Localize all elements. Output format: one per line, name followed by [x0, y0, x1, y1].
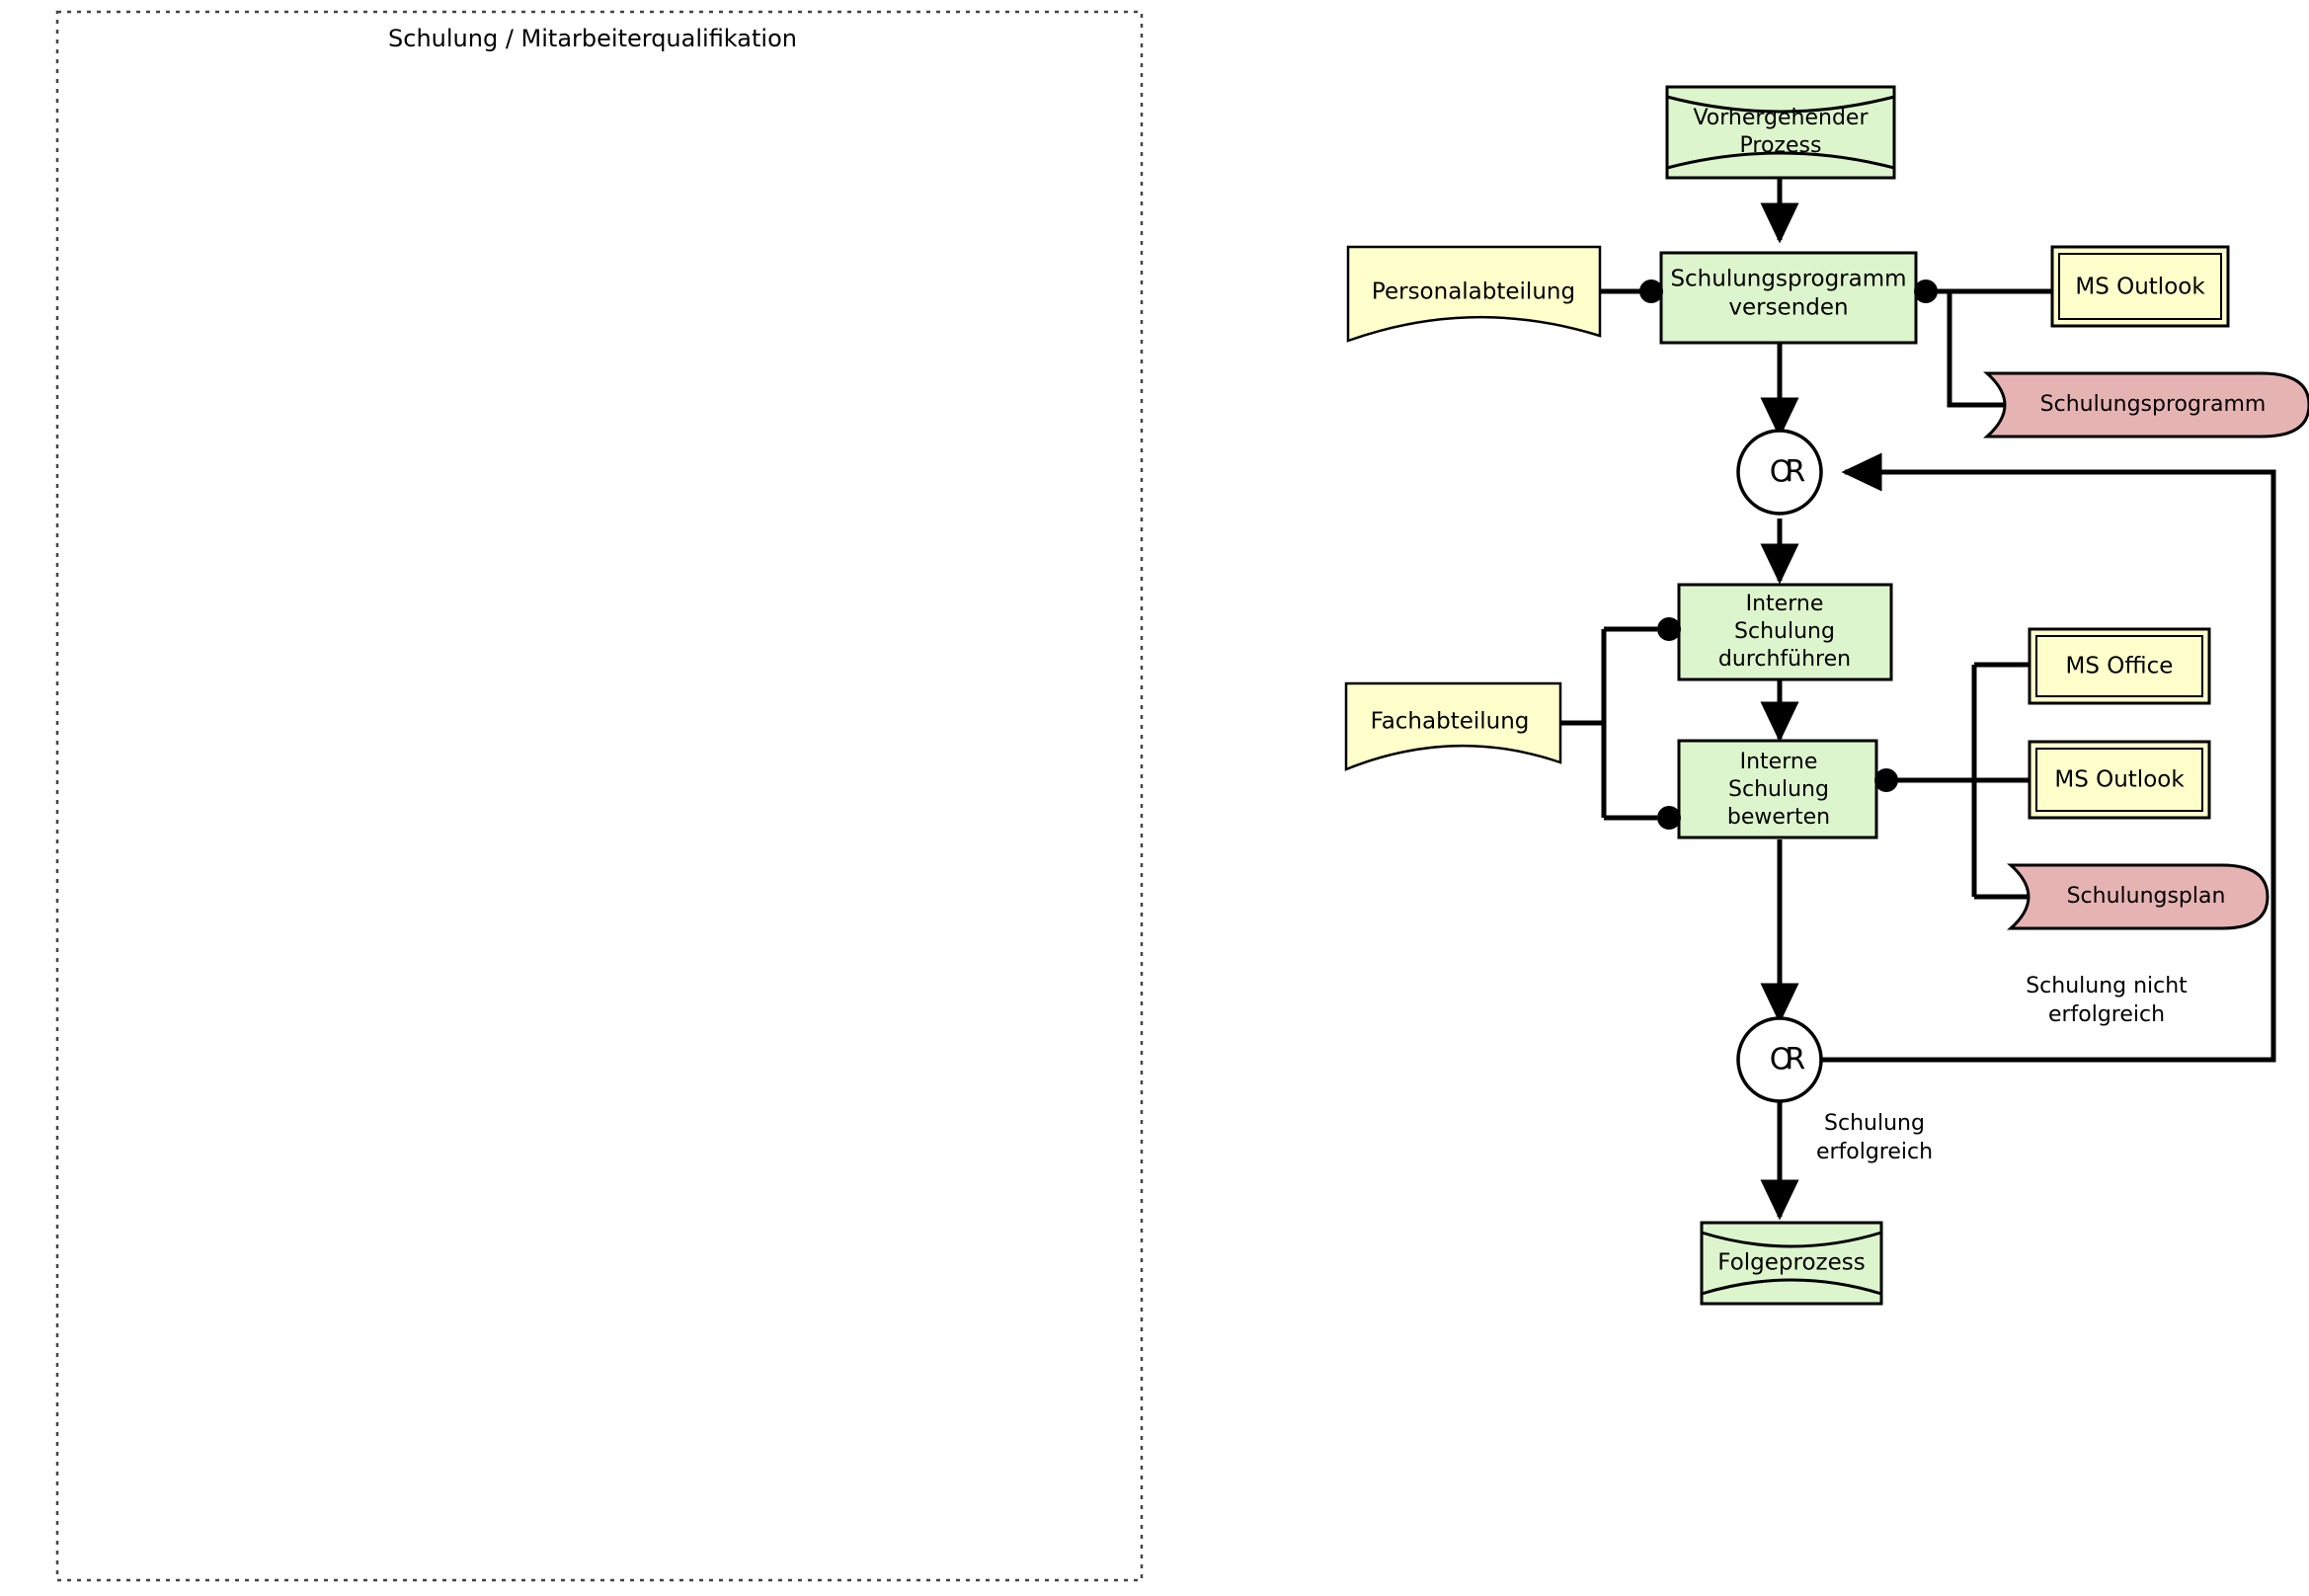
edge-label-not-successful-line1: Schulung nicht [2026, 974, 2188, 998]
org-personalabteilung-label: Personalabteilung [1372, 279, 1575, 305]
edge-label-successful-line1: Schulung [1824, 1111, 1925, 1136]
edge-label-not-successful: Schulung nicht erfolgreich [2026, 974, 2188, 1027]
node-task-evaluate-training[interactable]: Interne Schulung bewerten [1657, 739, 1898, 839]
frame-title: Schulung / Mitarbeiterqualifikation [388, 25, 797, 52]
task-evaluate-label-line2: Schulung [1728, 777, 1829, 802]
task-evaluate-label-line3: bewerten [1727, 805, 1830, 830]
system-ms-office-label: MS Office [2066, 654, 2174, 679]
edge-label-successful-line2: erfolgreich [1816, 1140, 1933, 1164]
task-conduct-label-line1: Interne [1746, 592, 1824, 616]
node-start-event[interactable]: Vorhergehender Prozess [1665, 85, 1896, 180]
node-task-send-program[interactable]: Schulungsprogramm versenden [1639, 251, 1938, 345]
system-outlook-mid-label: MS Outlook [2054, 767, 2185, 793]
node-end-event[interactable]: Folgeprozess [1700, 1221, 1883, 1306]
edge-label-not-successful-line2: erfolgreich [2048, 1002, 2165, 1027]
task-send-label-line2: versenden [1728, 295, 1848, 321]
node-document-schulungsprogramm[interactable]: Schulungsprogramm [1983, 371, 2309, 439]
start-event-label-line2: Prozess [1740, 133, 1822, 158]
start-event-label-line1: Vorhergehender [1693, 106, 1869, 130]
connector-ball-left-send [1639, 279, 1663, 303]
org-fachabteilung-label: Fachabteilung [1371, 709, 1530, 735]
connector-ball-right-evaluate [1874, 768, 1898, 792]
node-system-outlook-mid[interactable]: MS Outlook [2028, 740, 2211, 820]
edge-send-to-docprogram [1947, 291, 2013, 408]
connector-ball-left-evaluate [1657, 806, 1681, 830]
process-frame: Schulung / Mitarbeiterqualifikation [55, 10, 1144, 1582]
document-schulungsprogramm-label: Schulungsprogramm [2040, 392, 2267, 417]
edge-label-successful: Schulung erfolgreich [1816, 1111, 1933, 1164]
system-outlook-top-label: MS Outlook [2075, 275, 2205, 300]
task-conduct-label-line3: durchführen [1718, 647, 1851, 672]
node-gateway-or-top[interactable]: OR [1736, 429, 1823, 516]
task-conduct-label-line2: Schulung [1734, 619, 1835, 644]
node-org-fachabteilung[interactable]: Fachabteilung [1344, 681, 1562, 771]
node-gateway-or-bottom[interactable]: OR [1736, 1016, 1823, 1103]
connector-ball-right-send [1914, 279, 1938, 303]
node-org-personalabteilung[interactable]: Personalabteilung [1346, 245, 1602, 343]
end-event-label: Folgeprozess [1717, 1250, 1865, 1276]
node-system-ms-office[interactable]: MS Office [2028, 627, 2211, 705]
task-send-label-line1: Schulungsprogramm [1670, 267, 1906, 292]
document-schulungsplan-label: Schulungsplan [2067, 884, 2226, 909]
node-document-schulungsplan[interactable]: Schulungsplan [2007, 863, 2269, 930]
connectors [1560, 178, 2276, 1221]
task-evaluate-label-line1: Interne [1740, 750, 1818, 774]
connector-ball-left-conduct [1657, 617, 1681, 641]
node-system-outlook-top[interactable]: MS Outlook [2050, 245, 2230, 328]
node-task-conduct-training[interactable]: Interne Schulung durchführen [1657, 583, 1893, 681]
edge-feedback-loop [1822, 452, 2276, 1063]
